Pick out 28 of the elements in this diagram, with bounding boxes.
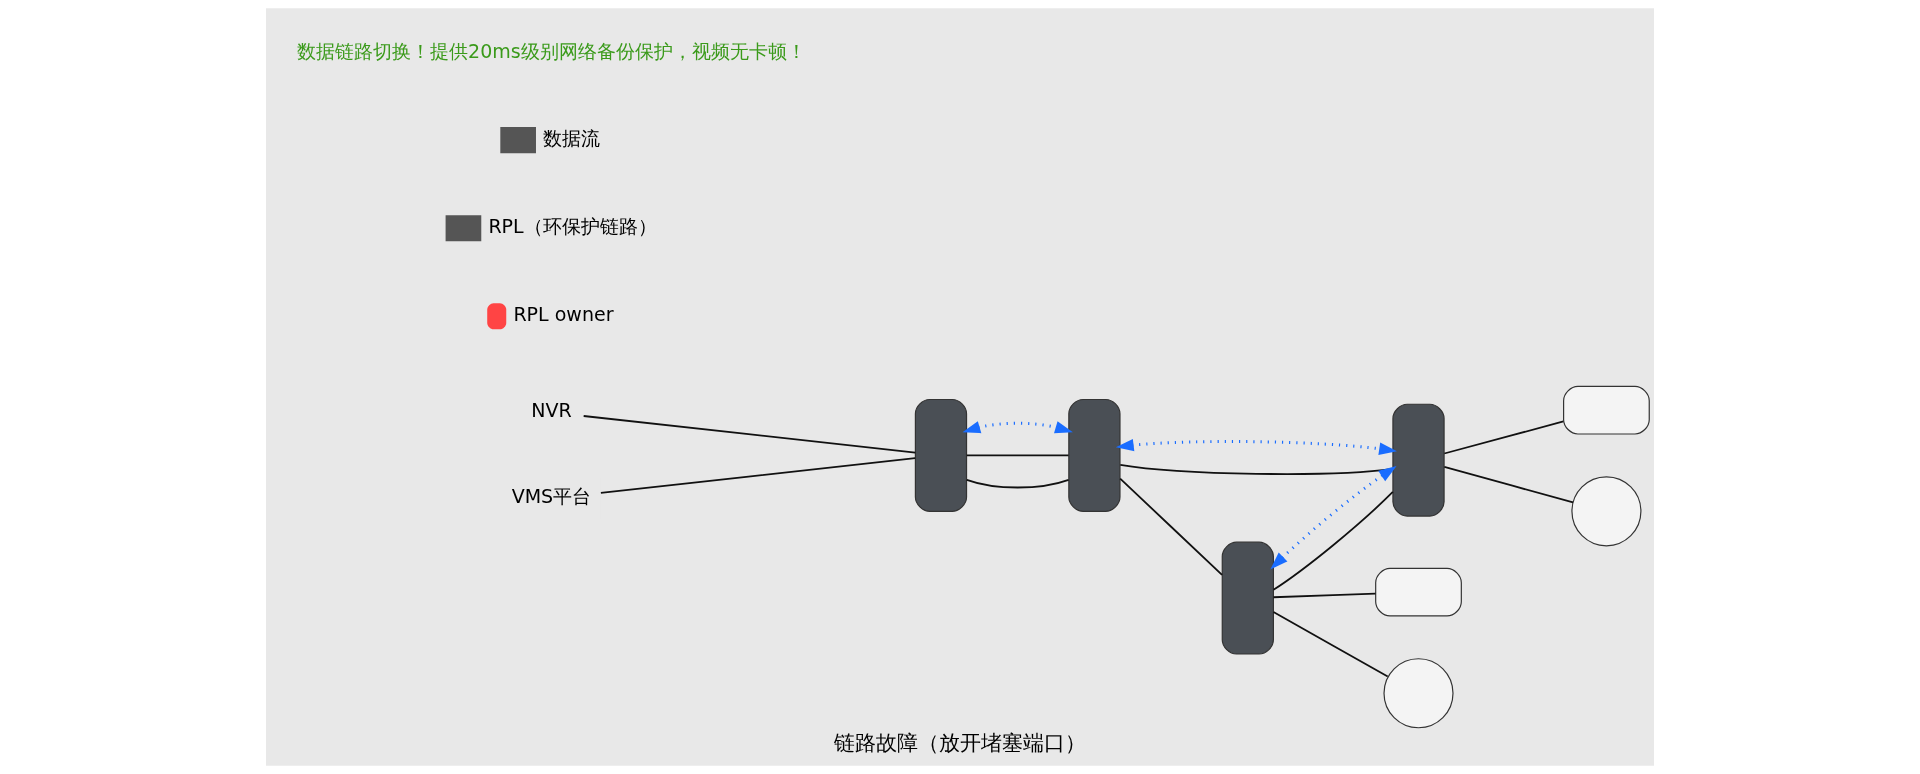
legend-label: RPL（环保护链路）: [488, 214, 657, 237]
connector: [600, 457, 917, 494]
node-circle: [1571, 476, 1642, 547]
node-box: [1375, 567, 1462, 617]
node-box: [1068, 398, 1121, 512]
connector: [1272, 611, 1389, 678]
node-text: NVR: [531, 399, 572, 422]
connector: [1272, 592, 1377, 599]
connector: [965, 454, 1070, 457]
connector: [1272, 491, 1394, 591]
caption: 链路故障（放开堵塞端口）: [834, 729, 1086, 755]
connector: [1119, 477, 1223, 576]
connector: [582, 415, 917, 454]
node-text: VMS平台: [511, 484, 592, 507]
node-box: [1221, 541, 1274, 655]
legend-label: RPL owner: [513, 302, 614, 325]
legend-label: 数据流: [543, 126, 601, 149]
connector: [1443, 420, 1565, 455]
arrow: [1115, 438, 1397, 455]
connector: [965, 478, 1070, 489]
arrow: [962, 421, 1073, 434]
connector: [1443, 466, 1574, 504]
node-box: [1392, 403, 1445, 517]
node-circle: [1383, 658, 1454, 729]
node-box: [1563, 385, 1650, 435]
node-box: [914, 398, 968, 512]
arrow: [1270, 466, 1397, 570]
label: 数据链路切换！提供20ms级别网络备份保护，视频无卡顿！: [297, 39, 806, 62]
